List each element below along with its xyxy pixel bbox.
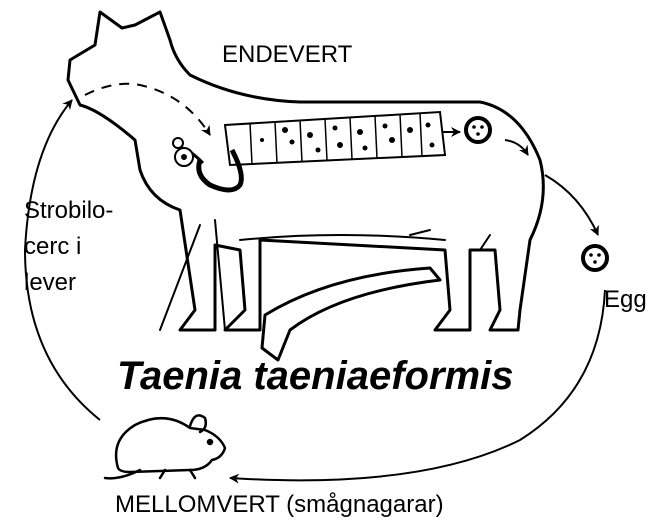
egg-icon: [583, 246, 607, 270]
tapeworm-icon: [173, 112, 445, 190]
strobilocerc-label-line2: cerc i: [24, 232, 81, 262]
species-title: Taenia taeniaeformis: [117, 353, 513, 399]
arrow-egg-exit: [505, 140, 528, 155]
strobilocerc-label-line1: Strobilo-: [24, 196, 113, 226]
definitive-host-label: ENDEVERT: [222, 40, 352, 70]
intermediate-host-label: MELLOMVERT (smågnagarar): [115, 490, 444, 520]
strobilocerc-label-line3: lever: [24, 268, 76, 298]
arrow-ingestion-to-gut: [85, 84, 210, 135]
mouse-icon: [105, 415, 225, 478]
arrow-shedding: [545, 175, 598, 235]
egg-label: Egg: [604, 285, 647, 315]
egg-icon-in-cat: [466, 118, 490, 142]
